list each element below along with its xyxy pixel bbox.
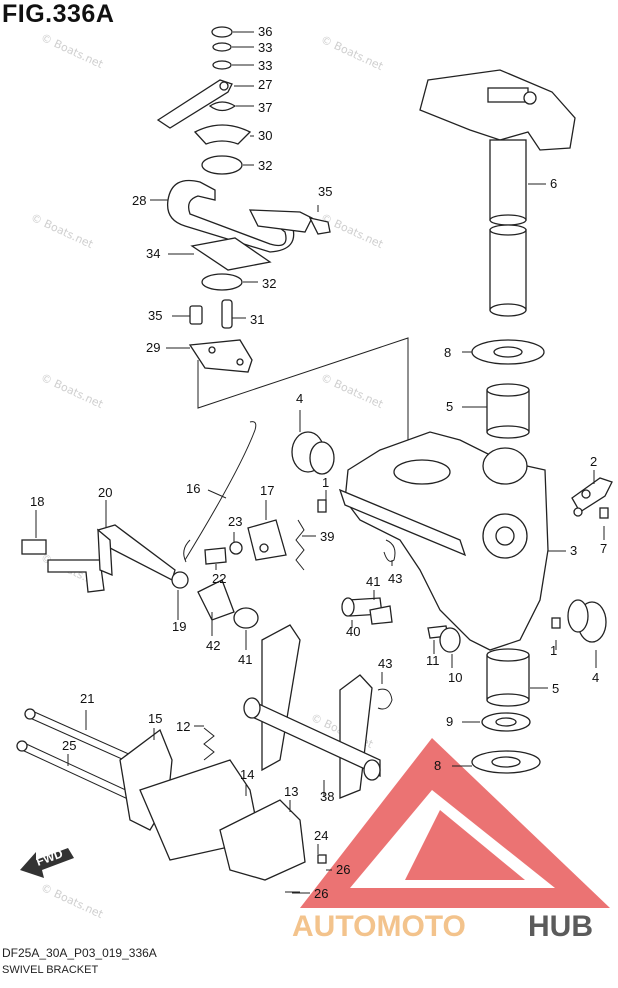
hardware-stack xyxy=(156,26,409,455)
callout-number: 25 xyxy=(62,738,76,753)
callout-number: 36 xyxy=(258,24,272,39)
callout-number: 9 xyxy=(446,714,453,729)
callout-number: 33 xyxy=(258,58,272,73)
callout-number: 28 xyxy=(132,193,146,208)
callout-number: 43 xyxy=(388,571,402,586)
clamp-frame xyxy=(16,624,381,893)
callout-number: 12 xyxy=(176,719,190,734)
figure-title: FIG.336A xyxy=(2,0,115,28)
callout-number: 26 xyxy=(336,862,350,877)
callout-number: 31 xyxy=(250,312,264,327)
callout-number: 5 xyxy=(446,399,453,414)
watermark: © Boats.net xyxy=(39,371,106,411)
automotohub-logo: AUTOMOTO HUB xyxy=(292,738,610,943)
callout-number: 34 xyxy=(146,246,160,261)
swivel-bracket-body xyxy=(291,431,607,651)
callout-number: 10 xyxy=(448,670,462,685)
callout-number: 8 xyxy=(444,345,451,360)
callout-number: 40 xyxy=(346,624,360,639)
callout-number: 27 xyxy=(258,77,272,92)
watermark: © Boats.net xyxy=(29,211,96,251)
steering-shaft xyxy=(419,69,576,317)
callout-leader-line xyxy=(207,489,227,499)
bushings-washers xyxy=(471,339,545,774)
callout-number: 18 xyxy=(30,494,44,509)
drawing-code: DF25A_30A_P03_019_336A xyxy=(2,946,157,960)
callout-number: 4 xyxy=(592,670,599,685)
callout-number: 43 xyxy=(378,656,392,671)
callout-number: 1 xyxy=(322,475,329,490)
watermark: © Boats.net xyxy=(39,31,106,71)
callout-number: 5 xyxy=(552,681,559,696)
watermark: © Boats.net xyxy=(319,33,386,73)
callout-number: 35 xyxy=(318,184,332,199)
callout-number: 7 xyxy=(600,541,607,556)
logo-text-automoto: AUTOMOTO xyxy=(292,910,466,943)
callout-number: 11 xyxy=(426,653,440,668)
callout-number: 26 xyxy=(314,886,328,901)
bracket-part xyxy=(551,477,613,629)
callout-number: 41 xyxy=(366,574,380,589)
watermark: © Boats.net xyxy=(39,881,106,921)
callout-number: 1 xyxy=(550,643,557,658)
callout-number: 4 xyxy=(296,391,303,406)
callout-number: 29 xyxy=(146,340,160,355)
callout-number: 20 xyxy=(98,485,112,500)
callout-number: 17 xyxy=(260,483,274,498)
figure-caption: SWIVEL BRACKET xyxy=(2,964,99,976)
callout-number: 32 xyxy=(262,276,276,291)
callout-number: 15 xyxy=(148,711,162,726)
callout-number: 2 xyxy=(590,454,597,469)
callout-number: 22 xyxy=(212,571,226,586)
callout-number: 41 xyxy=(238,652,252,667)
callout-number: 38 xyxy=(320,789,334,804)
callout-number: 3 xyxy=(570,543,577,558)
callout-number: 23 xyxy=(228,514,242,529)
watermark: © Boats.net xyxy=(319,371,386,411)
callout-number: 24 xyxy=(314,828,328,843)
callout-number: 13 xyxy=(284,784,298,799)
callout-number: 16 xyxy=(186,481,200,496)
callout-number: 39 xyxy=(320,529,334,544)
callout-number: 37 xyxy=(258,100,272,115)
fwd-arrow: FWD xyxy=(20,846,74,878)
callout-number: 6 xyxy=(550,176,557,191)
bolts-and-pins xyxy=(317,499,461,710)
callout-number: 8 xyxy=(434,758,441,773)
callout-number: 33 xyxy=(258,40,272,55)
logo-text-hub: HUB xyxy=(528,910,593,943)
callout-number: 21 xyxy=(80,691,94,706)
callout-number: 32 xyxy=(258,158,272,173)
callout-number: 35 xyxy=(148,308,162,323)
callout-number: 30 xyxy=(258,128,272,143)
tilt-lock-parts xyxy=(21,421,305,629)
callout-number: 19 xyxy=(172,619,186,634)
callout-number: 14 xyxy=(240,767,254,782)
callout-number: 42 xyxy=(206,638,220,653)
